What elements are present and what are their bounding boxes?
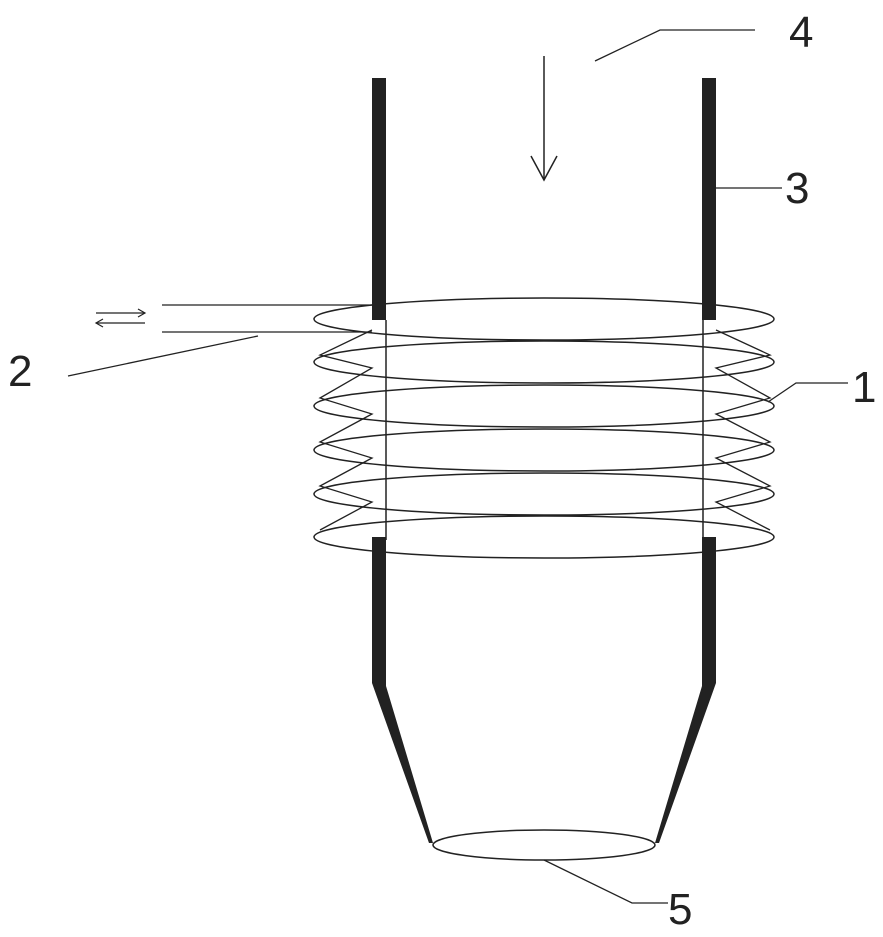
leader-line-1: [768, 383, 848, 402]
coil-connector-left: [320, 330, 372, 530]
label-outlet: 5: [668, 885, 692, 932]
label-feed-direction: 4: [789, 8, 813, 57]
outlet-opening: [433, 830, 655, 860]
label-coil: 1: [852, 363, 876, 412]
leader-line-2: [68, 336, 258, 376]
wall-right-upper: [702, 78, 716, 320]
nozzle-wall: [372, 78, 716, 843]
label-supply-pipe: 2: [8, 347, 32, 396]
flow-arrows: [96, 309, 145, 327]
induction-coil: [314, 298, 774, 558]
leader-line-5: [544, 860, 668, 903]
leader-line-4: [595, 30, 755, 61]
wall-left-lower: [372, 537, 433, 843]
coil-turn: [314, 473, 774, 515]
wall-left-upper: [372, 78, 386, 320]
coil-turn: [314, 341, 774, 383]
coil-turn: [314, 429, 774, 471]
coil-turn: [314, 385, 774, 427]
feed-arrow: [531, 56, 557, 180]
label-wall: 3: [785, 164, 809, 213]
wall-right-lower: [655, 537, 716, 843]
